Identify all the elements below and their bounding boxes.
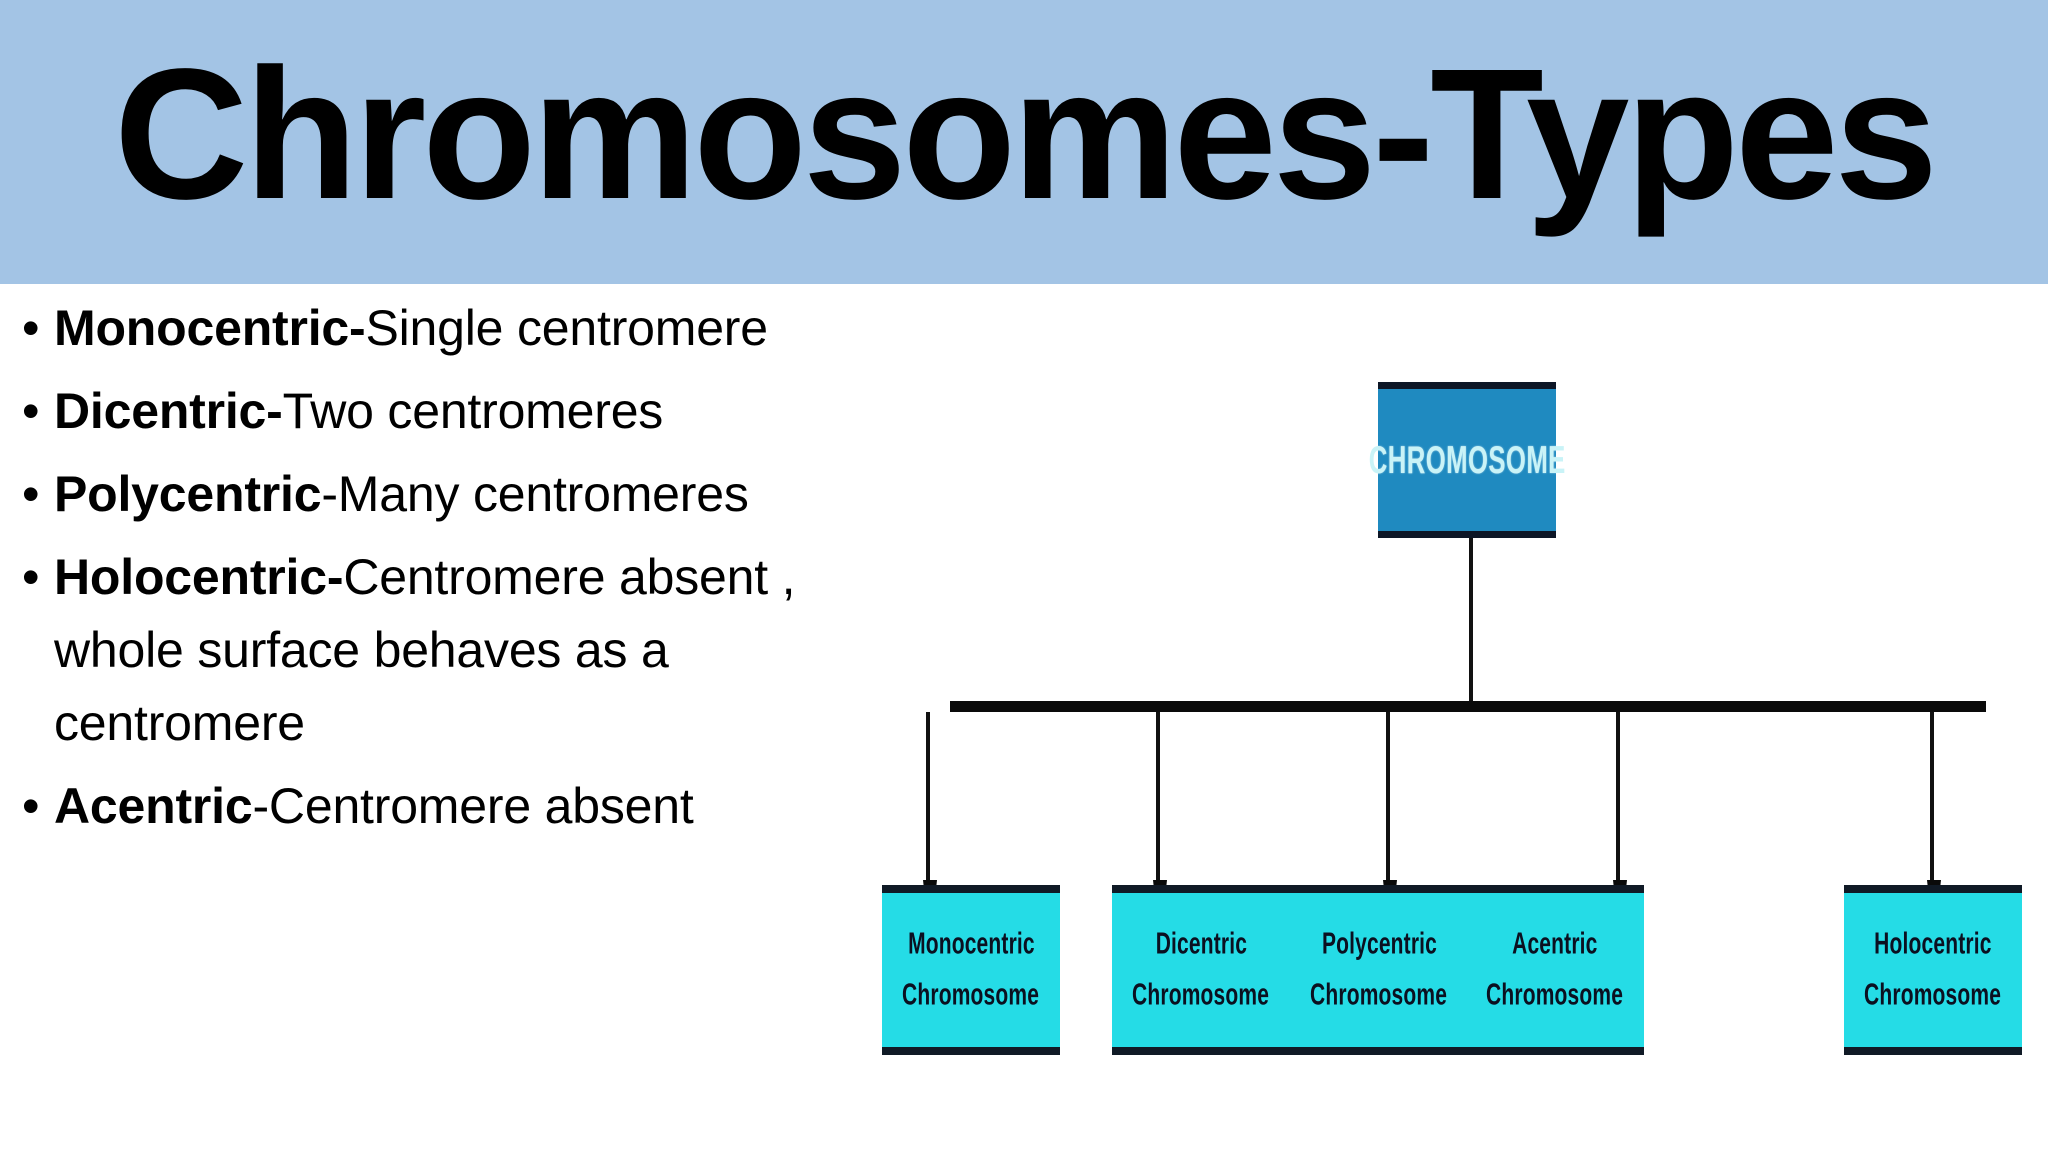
- diagram-leaf-holocentric: Holocentric Chromosome: [1844, 885, 2022, 1055]
- diagram-leaf-acentric: Acentric Chromosome: [1466, 885, 1644, 1055]
- list-item-description: Centromere absent , whole surface behave…: [54, 549, 796, 751]
- list-item-description: Two centromeres: [282, 383, 664, 439]
- bullet-dot-icon: •: [22, 300, 40, 356]
- diagram-leaf-polycentric: Polycentric Chromosome: [1290, 885, 1468, 1055]
- list-item-term: Polycentric: [54, 466, 322, 522]
- list-item: • Monocentric-Single centromere: [14, 292, 894, 365]
- list-item-text: Dicentric-Two centromeres: [54, 375, 894, 448]
- list-item-text: Monocentric-Single centromere: [54, 292, 894, 365]
- leaf-label-line1: Monocentric: [907, 926, 1035, 961]
- connector-drop-3: [1386, 712, 1390, 884]
- list-item-term: Monocentric-: [54, 300, 366, 356]
- bullet-dot-icon: •: [22, 778, 40, 834]
- leaf-label-line2: Chromosome: [1310, 977, 1448, 1012]
- leaf-label-line2: Chromosome: [1486, 977, 1624, 1012]
- connector-drop-4: [1616, 712, 1620, 884]
- diagram-leaf-monocentric: Monocentric Chromosome: [882, 885, 1060, 1055]
- leaf-label-line2: Chromosome: [1864, 977, 2002, 1012]
- title-banner: [0, 0, 2048, 284]
- list-item-description: Single centromere: [365, 300, 769, 356]
- list-item: • Holocentric-Centromere absent , whole …: [14, 541, 894, 760]
- list-item-term: Dicentric-: [54, 383, 283, 439]
- list-item: • Polycentric-Many centromeres: [14, 458, 894, 531]
- list-item-term: Acentric: [54, 778, 253, 834]
- leaf-label-line2: Chromosome: [902, 977, 1040, 1012]
- leaf-label-line1: Holocentric: [1874, 926, 1992, 961]
- list-item-description: -Centromere absent: [252, 778, 694, 834]
- list-item-text: Holocentric-Centromere absent , whole su…: [54, 541, 894, 760]
- leaf-label-line1: Dicentric: [1155, 926, 1247, 961]
- list-item-term: Holocentric-: [54, 549, 344, 605]
- list-item: • Acentric-Centromere absent: [14, 770, 894, 843]
- bullet-dot-icon: •: [22, 466, 40, 522]
- list-item-text: Polycentric-Many centromeres: [54, 458, 894, 531]
- list-item-text: Acentric-Centromere absent: [54, 770, 894, 843]
- bullet-dot-icon: •: [22, 383, 40, 439]
- bullet-list: • Monocentric-Single centromere • Dicent…: [14, 292, 894, 853]
- connector-drop-2: [1156, 712, 1160, 884]
- bullet-dot-icon: •: [22, 549, 40, 605]
- chromosome-types-diagram: CHROMOSOME Monocentric Chromosome Dicent…: [882, 284, 2048, 1152]
- list-item-description: -Many centromeres: [321, 466, 749, 522]
- leaf-label-line1: Acentric: [1512, 926, 1598, 961]
- connector-drop-1: [926, 712, 930, 884]
- page-title: Chromosomes-Types: [114, 31, 1938, 238]
- leaf-label-line2: Chromosome: [1132, 977, 1270, 1012]
- connector-horizontal-bus: [950, 701, 1986, 712]
- list-item: • Dicentric-Two centromeres: [14, 375, 894, 448]
- diagram-root-node: CHROMOSOME: [1369, 382, 1565, 538]
- connector-drop-5: [1930, 712, 1934, 884]
- connector-trunk: [1469, 538, 1473, 705]
- diagram-root-label: CHROMOSOME: [1368, 437, 1566, 482]
- leaf-label-line1: Polycentric: [1321, 926, 1437, 961]
- diagram-leaf-dicentric: Dicentric Chromosome: [1112, 885, 1290, 1055]
